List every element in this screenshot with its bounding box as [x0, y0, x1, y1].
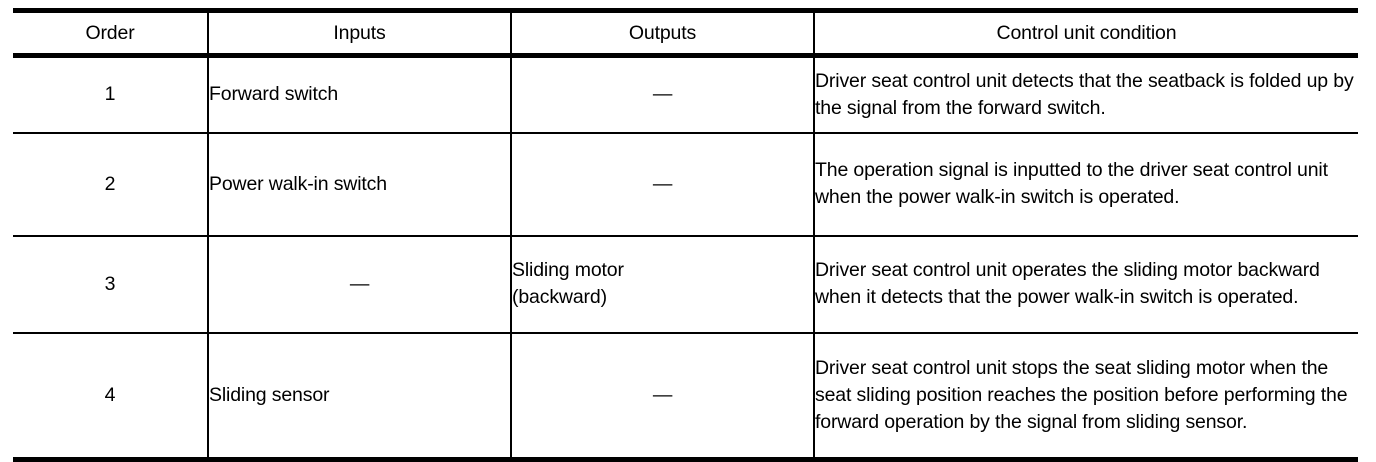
cell-condition-4: Driver seat control unit stops the seat …: [814, 331, 1358, 462]
column-header-control-unit-condition: Control unit condition: [814, 8, 1358, 58]
column-header-inputs: Inputs: [208, 8, 512, 58]
table-header: Order Inputs Outputs Control unit condit…: [13, 8, 1358, 58]
cell-inputs-2: Power walk-in switch: [208, 131, 512, 236]
table-row: 2 Power walk-in switch — The operation s…: [13, 131, 1358, 236]
cell-outputs-4: —: [511, 331, 815, 462]
table-row: 1 Forward switch — Driver seat control u…: [13, 55, 1358, 133]
cell-order-2: 2: [13, 131, 209, 236]
table-row: 4 Sliding sensor — Driver seat control u…: [13, 331, 1358, 462]
cell-inputs-3: —: [208, 234, 512, 333]
cell-outputs-3-line2: (backward): [512, 286, 607, 308]
column-header-outputs: Outputs: [511, 8, 815, 58]
column-header-order: Order: [13, 8, 209, 58]
table-header-row: Order Inputs Outputs Control unit condit…: [13, 8, 1358, 58]
table-row: 3 — Sliding motor (backward) Driver seat…: [13, 234, 1358, 333]
cell-outputs-2: —: [511, 131, 815, 236]
cell-order-1: 1: [13, 55, 209, 133]
cell-order-3: 3: [13, 234, 209, 333]
cell-condition-1: Driver seat control unit detects that th…: [815, 69, 1354, 119]
table-body: 1 Forward switch — Driver seat control u…: [13, 55, 1358, 462]
cell-outputs-3: Sliding motor (backward): [511, 234, 815, 333]
cell-outputs-1: —: [511, 55, 815, 133]
cell-condition-2: The operation signal is inputted to the …: [814, 131, 1358, 236]
control-unit-sequence-table: Order Inputs Outputs Control unit condit…: [13, 8, 1358, 462]
cell-outputs-3-line1: Sliding motor: [512, 259, 624, 281]
cell-inputs-1: Forward switch: [208, 55, 512, 133]
cell-inputs-4: Sliding sensor: [208, 331, 512, 462]
cell-order-4: 4: [13, 331, 209, 462]
cell-condition-3: Driver seat control unit operates the sl…: [814, 234, 1358, 333]
